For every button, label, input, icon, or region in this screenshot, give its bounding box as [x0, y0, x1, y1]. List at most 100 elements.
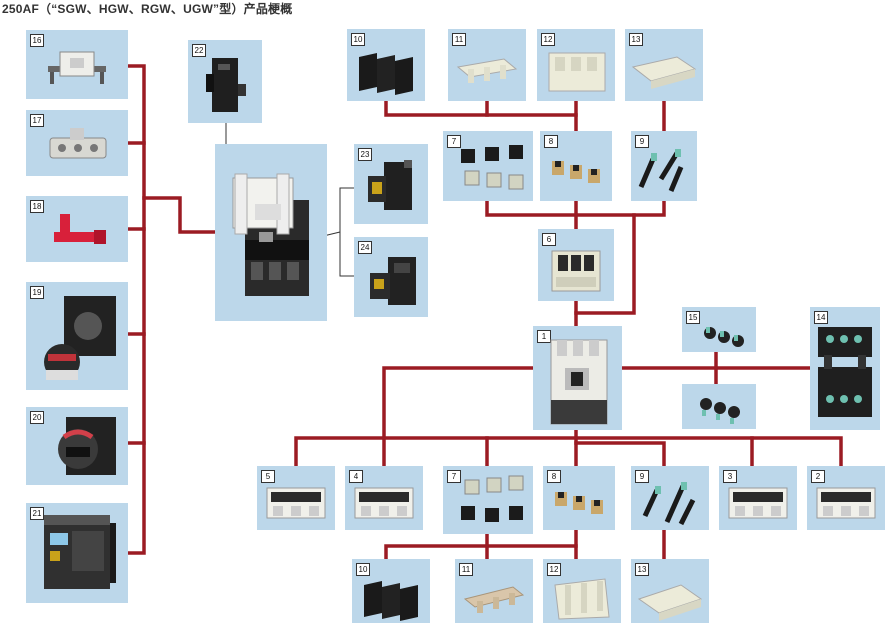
rear-terminal-icon [551, 250, 601, 292]
terminal-block-icon [554, 578, 610, 620]
terminal-block-icon [548, 52, 606, 92]
lock-plate-icon [49, 128, 107, 159]
part-9-bottom: 9 [631, 466, 709, 530]
part-number: 10 [356, 563, 370, 576]
part-15-bottom [682, 384, 756, 429]
flat-cover-icon [456, 58, 518, 83]
part-14: 14 [810, 307, 880, 430]
circuit-breaker-icon [550, 339, 608, 425]
part-number: 20 [30, 411, 44, 424]
connector-23-24 [339, 187, 354, 277]
part-17: 17 [26, 110, 128, 176]
part-number: 16 [30, 34, 44, 47]
part-number: 8 [544, 135, 558, 148]
part-number: 17 [30, 114, 44, 127]
flat-cover-icon [463, 586, 525, 613]
part-number: 23 [358, 148, 372, 161]
part-2: 2 [807, 466, 885, 530]
part-number: 3 [723, 470, 737, 483]
part-11-bottom: 11 [455, 559, 533, 623]
part-21: 21 [26, 503, 128, 603]
terminal-unit-icon [728, 487, 788, 519]
part-number: 13 [635, 563, 649, 576]
part-number: 8 [547, 470, 561, 483]
part-8-top: 8 [540, 131, 612, 201]
stud-terminal-icon [638, 149, 684, 192]
terminal-unit-icon [816, 487, 876, 519]
part-6: 6 [538, 229, 614, 301]
open-breaker-icon [232, 173, 309, 296]
part-number: 5 [261, 470, 275, 483]
part-number: 4 [349, 470, 363, 483]
plug-in-base-icon [818, 327, 872, 417]
part-3: 3 [719, 466, 797, 530]
terminal-unit-icon [354, 487, 414, 519]
connector-main [142, 196, 217, 234]
part-number: 11 [452, 33, 466, 46]
part-12-bottom: 12 [543, 559, 621, 623]
long-cover-icon [631, 56, 697, 89]
connector-1-4 [382, 366, 535, 468]
part-number: 1 [537, 330, 551, 343]
part-number: 9 [635, 135, 649, 148]
part-24: 24 [354, 237, 428, 317]
cable-terminal-icon [461, 145, 524, 190]
part-number: 12 [547, 563, 561, 576]
part-number: 10 [351, 33, 365, 46]
rotary-handle-icon [58, 417, 116, 475]
part-19: 19 [26, 282, 128, 390]
connector-9-1 [574, 213, 636, 315]
connector-lines [126, 64, 843, 561]
part-1: 1 [533, 326, 622, 430]
part-10-top: 10 [347, 29, 425, 101]
part-number: 24 [358, 241, 372, 254]
part-number: 21 [30, 507, 44, 520]
part-number: 7 [447, 470, 461, 483]
part-7-bottom: 7 [443, 466, 533, 534]
phase-barrier-icon [364, 581, 418, 621]
part-number: 6 [542, 233, 556, 246]
part-15-top: 15 [682, 307, 756, 352]
part-number: 18 [30, 200, 44, 213]
terminal-unit-icon [266, 487, 326, 519]
part-8-bottom: 8 [543, 466, 615, 530]
alarm-switch-icon [370, 257, 416, 305]
connector-bottom-bus [294, 436, 843, 468]
padlock-device-icon [54, 214, 106, 244]
cable-terminal-icon [461, 475, 524, 522]
part-number: 14 [814, 311, 828, 324]
lug-terminal-icon [552, 161, 600, 183]
part-number: 9 [635, 470, 649, 483]
phase-barrier-icon [359, 53, 413, 95]
part-23: 23 [354, 144, 428, 224]
terminal-cover-icon [48, 51, 106, 84]
part-18: 18 [26, 196, 128, 262]
shunt-trip-icon [206, 58, 246, 112]
part-10-bottom: 10 [352, 559, 430, 623]
stud-terminal-icon [642, 482, 696, 526]
part-number: 15 [686, 311, 700, 324]
part-number: 19 [30, 286, 44, 299]
plug-in-terminal-icon [704, 327, 744, 347]
auxiliary-switch-icon [368, 160, 412, 210]
part-4: 4 [345, 466, 423, 530]
part-5: 5 [257, 466, 335, 530]
part-13-top: 13 [625, 29, 703, 101]
part-number: 13 [629, 33, 643, 46]
main-breaker [215, 144, 327, 321]
part-number: 2 [811, 470, 825, 483]
connector-9b [574, 441, 666, 468]
part-12-top: 12 [537, 29, 615, 101]
part-11-top: 11 [448, 29, 526, 101]
motor-operator-icon [44, 515, 116, 589]
part-number: 22 [192, 44, 206, 57]
connector-16 [126, 64, 146, 555]
lug-terminal-icon [555, 492, 603, 514]
part-number: 12 [541, 33, 555, 46]
connector-bottom-covers [384, 544, 578, 561]
part-22: 22 [188, 40, 262, 123]
connector-top-covers [384, 99, 578, 117]
long-cover-icon [637, 584, 703, 621]
part-20: 20 [26, 407, 128, 485]
